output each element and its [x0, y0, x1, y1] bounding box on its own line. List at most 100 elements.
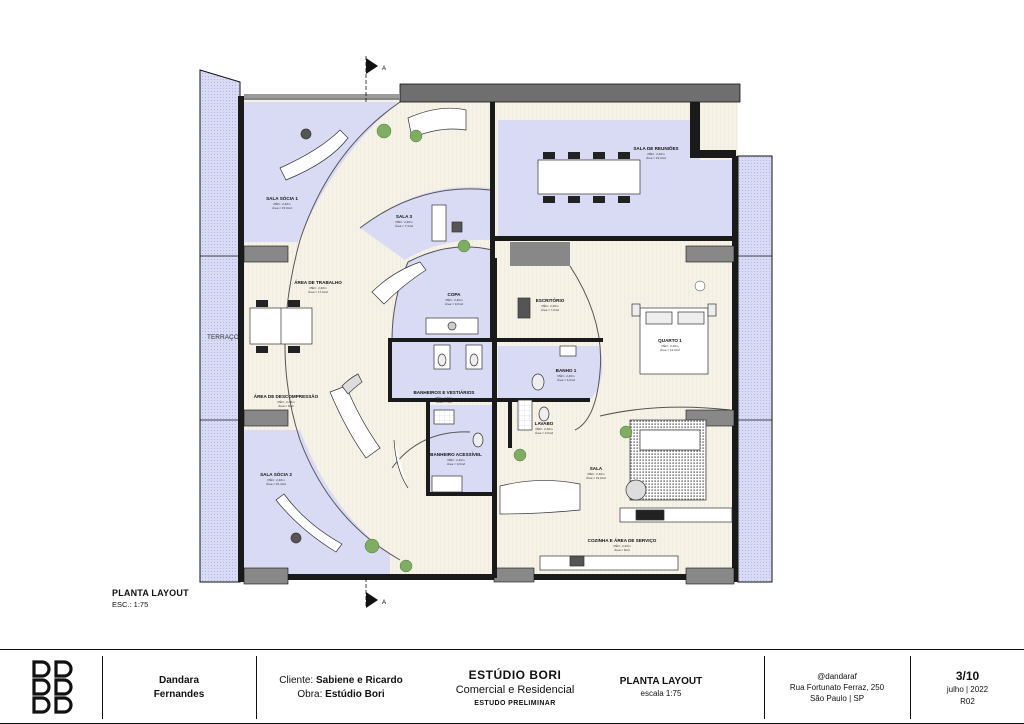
- section-marker-top: A: [365, 56, 386, 104]
- project-block: ESTÚDIO BORI Comercial e Residencial EST…: [425, 656, 605, 719]
- divider: [910, 656, 911, 719]
- room-ceiling-height: PÉD.: 2,40m: [447, 457, 465, 462]
- room-ceiling-height: PÉD.: 2,40m: [395, 219, 413, 224]
- room-name: COZINHA E ÁREA DE SERVIÇO: [588, 537, 657, 543]
- room-ceiling-height: PÉD.: 2,40m: [267, 477, 285, 482]
- room-area: Área = 4,0m2: [557, 378, 575, 382]
- room-ceiling-height: PÉD.: 2,40m: [273, 201, 291, 206]
- room-name: SALA 3: [396, 214, 413, 219]
- divider: [102, 656, 103, 719]
- room-area: Área = 9,0m2: [445, 302, 463, 306]
- section-marker-bottom: A: [365, 578, 386, 608]
- plants: [364, 123, 706, 573]
- room-area: Área = 7,0m2: [541, 308, 559, 312]
- divider: [256, 656, 257, 719]
- room-area: Área = 19,0m2: [646, 156, 666, 160]
- sheet-title: PLANTA LAYOUT: [619, 676, 703, 687]
- room-ceiling-height: PÉD.: 2,40m: [647, 151, 665, 156]
- studio-name: ESTÚDIO BORI: [468, 668, 562, 682]
- interior-walls: [388, 102, 738, 578]
- plan-scale: ESC.: 1:75: [112, 600, 149, 609]
- dandara-logo-icon: [32, 660, 73, 714]
- room-area: Área = 15,9m2: [272, 206, 292, 210]
- page-number: 3/10: [955, 668, 980, 683]
- room-name: SALA: [590, 466, 603, 471]
- sheet-info-block: 3/10 julho | 2022 R02: [911, 656, 1024, 719]
- sheet-block: PLANTA LAYOUT escala 1:75: [605, 656, 717, 719]
- room-area: Área = 2,0m2: [535, 431, 553, 435]
- instagram-handle: @dandaraf: [817, 672, 857, 681]
- room-name: BANHEIRO ACESSÍVEL: [430, 450, 482, 457]
- room-ceiling-height: PÉD.: 2,40m: [587, 471, 605, 476]
- work-label: Obra:: [297, 688, 323, 700]
- room-area: Área = 7m2: [436, 400, 452, 404]
- room-ceiling-height: PÉD.: 2,40m: [613, 543, 631, 548]
- room-area: Área = 3,0m2: [447, 462, 465, 466]
- room-name: COPA: [448, 292, 462, 297]
- room-name: BANHEIROS E VESTIÁRIOS: [413, 389, 474, 395]
- divider: [764, 656, 765, 719]
- room-ceiling-height: PÉD.: 2,40m: [535, 426, 553, 431]
- room-name: QUARTO 1: [658, 338, 682, 343]
- contact-block: @dandaraf Rua Fortunato Ferraz, 250 São …: [765, 656, 909, 719]
- sheet-date: julho | 2022: [946, 684, 989, 694]
- city: São Paulo | SP: [809, 694, 865, 703]
- room-ceiling-height: PÉD.: 2,40m: [661, 343, 679, 348]
- designer-first-name: Dandara: [158, 674, 199, 686]
- title-block: Dandara Fernandes Cliente: Sabiene e Ric…: [0, 649, 1024, 724]
- furniture: [249, 107, 733, 571]
- room-ceiling-height: PÉD.: 2,40m: [557, 373, 575, 378]
- room-name: SALA SÓCIA 1: [266, 194, 298, 201]
- room-area: Área = 19,0m2: [586, 476, 606, 480]
- room-area: Área = 17,0m2: [308, 290, 328, 294]
- room-name: LAVABO: [535, 421, 554, 426]
- client-block: Cliente: Sabiene e Ricardo Obra: Estúdio…: [257, 656, 425, 719]
- room-area: Área = 7,3m2: [395, 224, 413, 228]
- studio-subtitle: Comercial e Residencial: [455, 684, 575, 696]
- outer-walls: [238, 83, 741, 585]
- address: Rua Fortunato Ferraz, 250: [789, 683, 885, 692]
- section-letter: A: [382, 66, 386, 72]
- terrace-label: TERRAÇO: [207, 334, 239, 341]
- room-name: ÁREA DE DESCOMPRESSÃO: [254, 393, 319, 399]
- client-label: Cliente:: [279, 674, 314, 686]
- client-name: Sabiene e Ricardo: [315, 674, 403, 686]
- plan-title: PLANTA LAYOUT: [112, 588, 189, 598]
- sheet-scale: escala 1:75: [640, 689, 682, 698]
- room-ceiling-height: PÉD.: 2,40m: [277, 399, 295, 404]
- room-area: Área = 15,4m2: [266, 482, 286, 486]
- room-area: Área = 9m2: [278, 404, 294, 408]
- designer-block: Dandara Fernandes: [103, 656, 255, 719]
- room-ceiling-height: PÉD.: 2,40m: [435, 395, 453, 400]
- room-name: BANHO 1: [556, 368, 577, 373]
- project-stage: ESTUDO PRELIMINAR: [474, 700, 556, 707]
- revision: R02: [960, 696, 975, 706]
- section-letter: A: [382, 600, 386, 606]
- room-area: Área = 9m2: [614, 548, 630, 552]
- room-area: Área = 14,0m2: [660, 348, 680, 352]
- room-ceiling-height: PÉD.: 2,40m: [445, 297, 463, 302]
- room-ceiling-height: PÉD.: 2,40m: [309, 285, 327, 290]
- room-name: ÁREA DE TRABALHO: [294, 279, 342, 285]
- room-name: ESCRITÓRIO: [536, 296, 565, 303]
- room-ceiling-height: PÉD.: 2,40m: [541, 303, 559, 308]
- room-name: SALA SÓCIA 2: [260, 470, 292, 477]
- designer-last-name: Fernandes: [153, 688, 205, 700]
